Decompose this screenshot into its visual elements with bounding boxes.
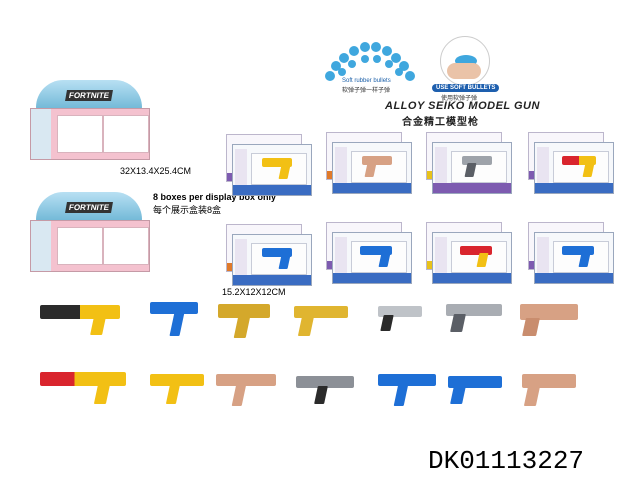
gun-grip: [93, 384, 111, 404]
gun-barrel: [462, 156, 492, 165]
gun-grip: [297, 316, 315, 336]
box-side: [335, 237, 347, 277]
gun-barrel: [562, 156, 596, 165]
gun-grip: [314, 386, 328, 404]
fortnite-logo: FORTNITE: [65, 202, 113, 213]
box-band: [233, 275, 311, 285]
gun-barrel: [378, 306, 422, 317]
gun-grip: [169, 312, 185, 336]
box-band: [333, 273, 411, 283]
product-box: [226, 224, 312, 286]
gun-barrel: [294, 306, 348, 318]
box-band: [233, 185, 311, 195]
gun-barrel: [150, 374, 204, 386]
gun-barrel: [150, 302, 198, 314]
gun-barrel: [360, 246, 392, 255]
display-box-stripe: [31, 221, 51, 271]
gun-barrel: [262, 158, 292, 167]
box-band: [535, 273, 613, 283]
box-front: [232, 234, 312, 286]
display-gun-slot: [103, 115, 149, 153]
use-soft-bullets-badge: USE SOFT BULLETS: [432, 84, 500, 92]
display-box-lid: FORTNITE: [36, 80, 142, 110]
display-gun-slot: [57, 227, 103, 265]
gun-barrel: [362, 156, 392, 165]
display-box-stripe: [31, 109, 51, 159]
gun-grip: [523, 386, 541, 406]
display-size-label: 32X13.4X25.4CM: [120, 166, 192, 176]
box-front: [232, 144, 312, 196]
display-box-bottom: FORTNITE: [30, 192, 150, 272]
gun-grip: [231, 384, 247, 406]
gun-barrel: [446, 304, 502, 316]
gun-grip: [522, 318, 540, 336]
box-side: [435, 237, 447, 277]
display-count-cn: 每个展示盒装8盒: [153, 205, 222, 215]
display-count-en: 8 boxes per display box only: [153, 192, 277, 202]
product-box: [528, 132, 614, 194]
display-box-lid: FORTNITE: [36, 192, 142, 222]
gun-barrel: [40, 372, 126, 386]
box-front: [332, 232, 412, 284]
gun-barrel: [216, 374, 276, 386]
gun-barrel: [520, 304, 578, 320]
box-band: [433, 183, 511, 193]
box-side: [335, 147, 347, 187]
gun-grip: [90, 317, 106, 335]
brand-title-cn: 合金精工模型枪: [402, 117, 479, 128]
box-band: [333, 183, 411, 193]
gun-grip: [165, 384, 181, 404]
box-front: [534, 142, 614, 194]
soft-bullets-arc-icon: [325, 42, 415, 81]
gun-barrel: [448, 376, 502, 388]
box-side: [435, 147, 447, 187]
bullets-caption: Soft rubber bullets: [342, 78, 391, 84]
gun-barrel: [218, 304, 270, 318]
brand-title-en: ALLOY SEIKO MODEL GUN: [385, 100, 540, 112]
display-gun-slot: [57, 115, 103, 153]
product-box: [426, 132, 512, 194]
product-box: [326, 132, 412, 194]
gun-barrel: [262, 248, 292, 257]
gun-barrel: [562, 246, 594, 255]
gun-barrel: [378, 374, 436, 386]
product-code: DK01113227: [428, 446, 585, 476]
gun-barrel: [522, 374, 576, 388]
box-band: [433, 273, 511, 283]
box-front: [534, 232, 614, 284]
gun-grip: [450, 314, 466, 332]
box-side: [235, 239, 247, 279]
box-front: [432, 232, 512, 284]
gun-grip: [393, 384, 409, 406]
gun-barrel: [296, 376, 354, 388]
product-box: [426, 222, 512, 284]
display-box-top: FORTNITE: [30, 80, 150, 160]
display-box-body: [30, 108, 150, 160]
box-side: [537, 147, 549, 187]
hand-shape: [447, 63, 481, 79]
box-size-label: 15.2X12X12CM: [222, 287, 286, 297]
product-box: [326, 222, 412, 284]
gun-barrel: [460, 246, 492, 255]
gun-barrel: [40, 305, 120, 319]
use-soft-bullets-cn: 使用软弹子弹: [441, 96, 478, 102]
box-side: [235, 149, 247, 189]
fortnite-logo: FORTNITE: [65, 90, 113, 101]
display-box-body: [30, 220, 150, 272]
box-window: [351, 151, 407, 183]
box-band: [535, 183, 613, 193]
gun-grip: [380, 315, 394, 331]
gun-grip: [450, 386, 466, 404]
box-side: [537, 237, 549, 277]
product-box: [226, 134, 312, 196]
gun-grip: [233, 316, 251, 338]
soft-bullet-hand-icon: [440, 36, 490, 86]
bullets-caption-cn: 软弹子弹一样子弹: [342, 88, 391, 94]
product-box: [528, 222, 614, 284]
display-gun-slot: [103, 227, 149, 265]
